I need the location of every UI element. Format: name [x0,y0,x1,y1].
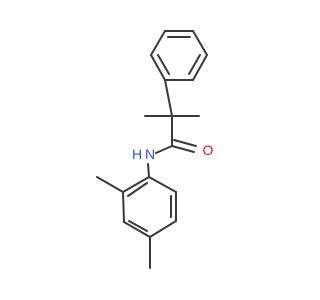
double-bond-inner [128,220,148,232]
double-bond-inner [157,54,170,75]
dimethylphenyl-ring [122,176,177,238]
carbonyl-bond [171,145,195,153]
bond-nitrogen-to-ring [147,163,150,178]
bond-carbonyl-to-nitrogen [155,145,173,154]
double-bond-inner [188,54,201,75]
hydrogen-label: H [132,146,142,162]
nitrogen-label: N [145,146,155,162]
bond [122,176,150,193]
double-bond-inner [127,182,148,197]
bond [149,220,177,238]
carbonyl-bond-double [173,139,197,147]
bond [150,54,166,81]
bond [150,30,166,56]
bond [122,191,125,223]
bond [192,30,208,56]
oxygen-label: O [203,142,214,158]
phenyl-ring [150,30,208,81]
bond [192,54,208,81]
bond-ring-to-quaternary-carbon [164,79,173,117]
bond [123,221,151,238]
bond [148,176,177,193]
molecule-structure-diagram: N H O [96,30,214,269]
bond-ortho-methyl [96,176,124,193]
